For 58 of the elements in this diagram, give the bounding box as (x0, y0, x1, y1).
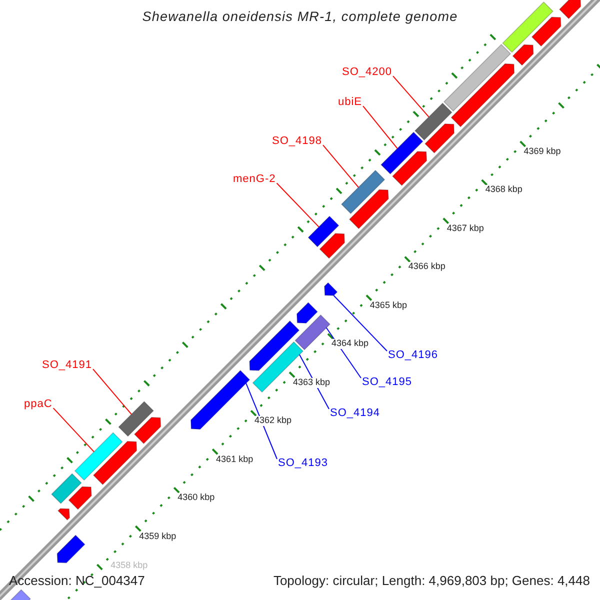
scale-label: 4364 kbp (330, 339, 370, 350)
gene-feature (74, 432, 123, 481)
gene-feature (340, 170, 386, 214)
gene-feature (414, 102, 452, 141)
gene-feature (296, 302, 318, 324)
gene-label: SO_4191 (42, 359, 92, 372)
gene-label: SO_4194 (330, 407, 380, 420)
gene-label: ubiE (338, 96, 362, 108)
gene-feature (308, 216, 340, 248)
gene-feature (56, 534, 86, 564)
gene-feature (324, 282, 338, 296)
gene-feature (450, 63, 515, 128)
scale-label: 4366 kbp (407, 262, 446, 272)
gene-feature (190, 370, 250, 430)
scale-label: 4369 kbp (522, 146, 562, 157)
gene-feature (92, 441, 137, 486)
leader-line (246, 382, 278, 460)
gene-label: SO_4195 (362, 376, 412, 388)
gene-feature (118, 401, 154, 437)
accession-text: Accession: NC_004347 (9, 574, 145, 588)
leader-line (362, 106, 398, 149)
leader-line (333, 295, 388, 352)
scale-label: 4363 kbp (292, 378, 332, 388)
scale-label: 4359 kbp (138, 532, 178, 542)
gene-feature (558, 0, 582, 20)
gene-feature (424, 124, 454, 154)
gene-feature (348, 189, 389, 230)
genome-info-text: Topology: circular; Length: 4,969,803 bp; Genes: 4,448 (273, 574, 590, 588)
gene-feature (380, 132, 424, 174)
scale-label: 4358 kbp (110, 561, 149, 571)
gene-feature (134, 417, 162, 444)
scale-label: 4367 kbp (446, 224, 485, 234)
gene-feature (443, 44, 512, 112)
gene-feature (319, 233, 345, 259)
gene-label: SO_4196 (388, 349, 438, 362)
gene-feature (68, 486, 92, 510)
leader-line (52, 408, 94, 452)
gene-feature (531, 16, 562, 47)
scale-label: 4362 kbp (254, 416, 293, 426)
gene-feature (294, 314, 330, 350)
scale-label: 4361 kbp (215, 454, 254, 465)
leader-line (322, 144, 359, 188)
gene-label: SO_4198 (272, 135, 322, 148)
leader-line (276, 182, 320, 228)
gene-feature (502, 2, 554, 53)
gene-label: menG-2 (233, 173, 276, 186)
scale-label: 4368 kbp (484, 185, 524, 196)
gene-feature (58, 508, 70, 520)
gene-label: SO_4193 (278, 457, 328, 470)
scale-label: 4365 kbp (368, 300, 408, 311)
gene-label: SO_4200 (342, 66, 392, 78)
scale-label: 4360 kbp (176, 493, 216, 503)
map-title: Shewanella oneidensis MR-1, complete genome (142, 10, 458, 25)
gene-feature (512, 44, 534, 66)
gene-feature (249, 320, 300, 371)
gene-feature (392, 151, 427, 186)
gene-label: ppaC (24, 398, 52, 410)
gene-feature (51, 473, 82, 504)
